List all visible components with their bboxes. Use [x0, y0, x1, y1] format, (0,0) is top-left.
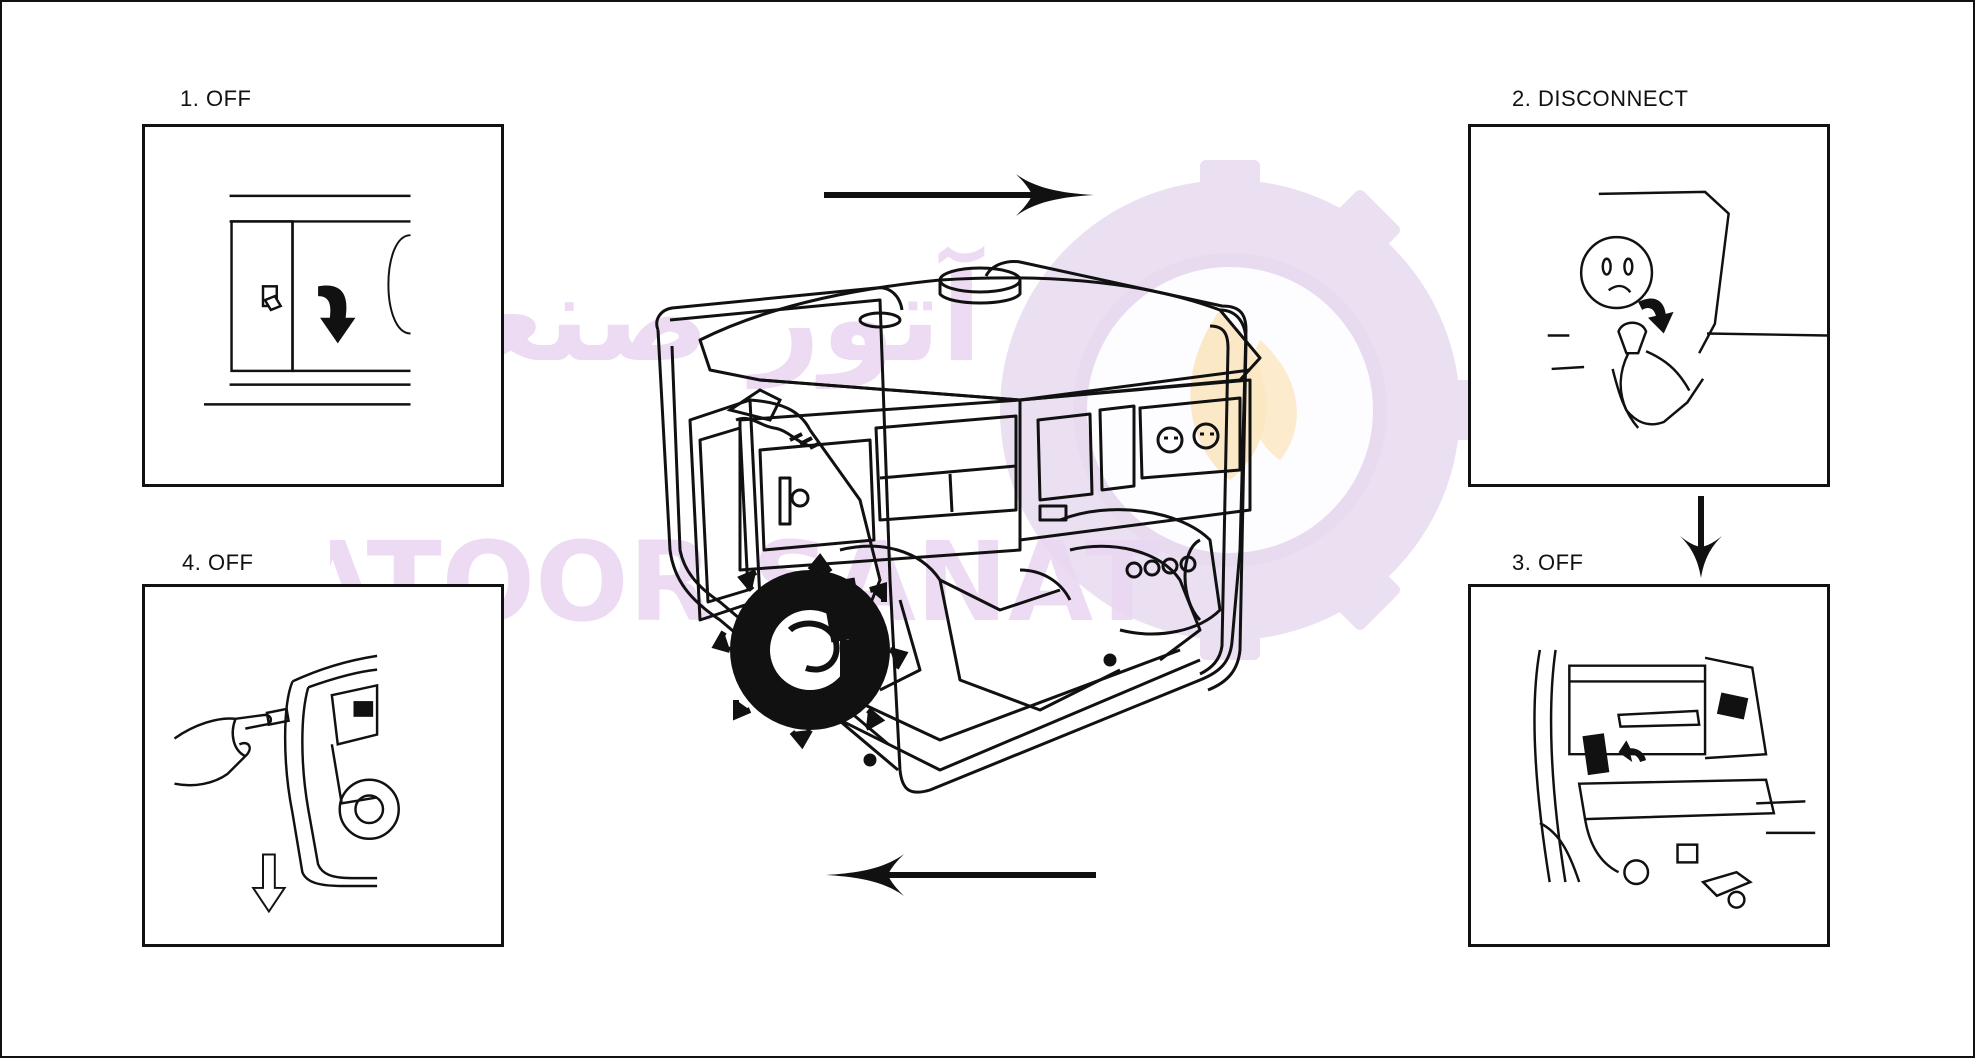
step-3-label: 3. OFF: [1512, 550, 1583, 576]
step-1-panel: [142, 124, 504, 487]
arrow-right-top: [820, 170, 1100, 220]
step-3-panel: [1468, 584, 1830, 947]
engine-switch-off-illustration: [145, 587, 501, 944]
rotate-down-arrow-icon: [318, 285, 355, 343]
step-4-label: 4. OFF: [182, 550, 253, 576]
unplug-illustration: [1471, 127, 1827, 484]
arrow-down-right: [1676, 492, 1726, 582]
fuel-valve-off-illustration: [1471, 587, 1827, 944]
down-arrow-outline-icon: [253, 855, 284, 912]
generator-illustration: [640, 250, 1320, 810]
turn-left-arrow-icon: [1619, 740, 1647, 762]
step-1-label: 1. OFF: [180, 86, 251, 112]
step-4-panel: [142, 584, 504, 947]
step-2-label: 2. DISCONNECT: [1512, 86, 1688, 112]
step-2-panel: [1468, 124, 1830, 487]
recoil-starter-icon: [716, 558, 904, 744]
switch-off-illustration: [145, 127, 501, 484]
arrow-left-bottom: [820, 850, 1100, 900]
